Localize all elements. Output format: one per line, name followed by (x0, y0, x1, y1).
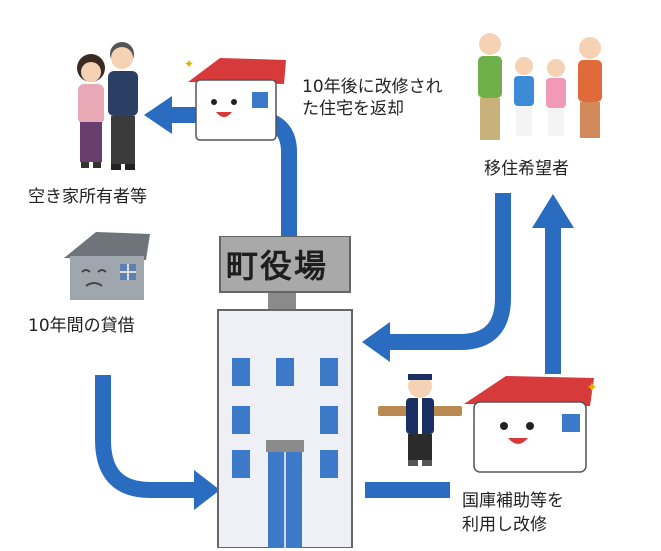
sad-vacant-house-icon (64, 232, 150, 300)
owner-label: 空き家所有者等 (28, 187, 147, 207)
arrowhead-returned-to-owner (144, 96, 172, 134)
arrow-owner-to-townhall (95, 375, 196, 498)
return-label-line2: た住宅を返却 (302, 99, 404, 119)
town-hall-sign: 町役場 (225, 247, 328, 285)
happy-house-icon: ✦ (184, 57, 286, 141)
arrowhead-migrant-to-townhall (362, 322, 390, 362)
carpenter-icon (378, 374, 462, 466)
renovated-house-icon: ✦ (464, 376, 598, 473)
renovate-label-line2: 利用し改修 (462, 515, 547, 535)
town-hall-icon (217, 236, 353, 548)
arrowhead-renovated-to-migrant (532, 194, 574, 228)
renovate-label-line1: 国庫補助等を (462, 491, 564, 511)
family-icon (478, 33, 602, 140)
rental-label: 10年間の貸借 (28, 316, 135, 336)
migrant-label: 移住希望者 (484, 159, 569, 179)
arrow-migrant-to-townhall (388, 193, 511, 350)
arrowhead-owner-to-townhall (194, 470, 220, 510)
return-label-line1: 10年後に改修され (302, 77, 443, 97)
elderly-couple-icon (77, 42, 138, 170)
svg-text:✦: ✦ (586, 380, 598, 396)
svg-text:✦: ✦ (184, 57, 194, 71)
